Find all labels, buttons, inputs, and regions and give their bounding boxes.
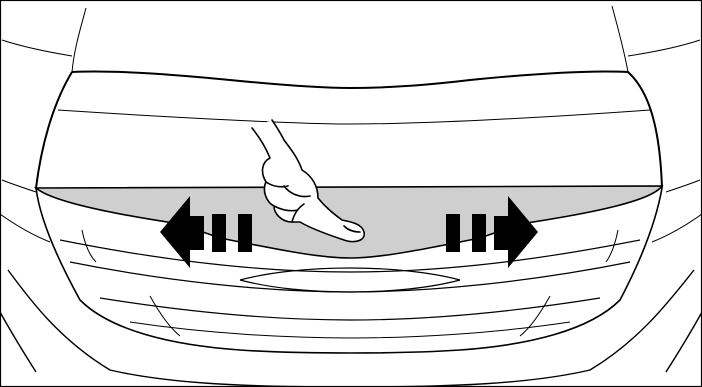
- rear-window: [2, 6, 700, 72]
- trunk-lid: [36, 71, 662, 188]
